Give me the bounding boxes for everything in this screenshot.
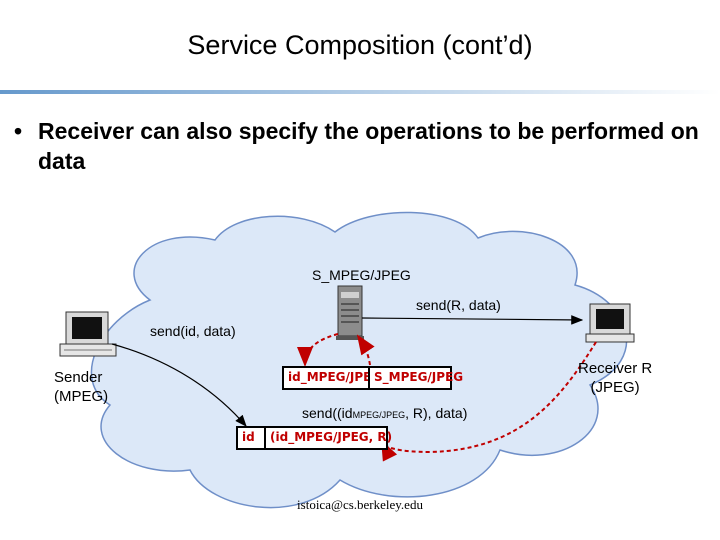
arrow-sender-to-id bbox=[111, 343, 247, 427]
sender-label-line1: Sender bbox=[54, 369, 103, 386]
bottom-box-left: id bbox=[236, 426, 266, 450]
receiver-computer-icon bbox=[585, 303, 635, 343]
top-box-left: id_MPEG/JPEG bbox=[282, 366, 381, 390]
sender-label: Sender (MPEG) bbox=[54, 368, 108, 406]
bullet-marker: • bbox=[14, 118, 23, 144]
red-arrow-server-to-box bbox=[297, 333, 339, 367]
receiver-label-line2: (JPEG) bbox=[590, 379, 640, 396]
arrow-server-to-receiver bbox=[361, 315, 584, 325]
send-composite-prefix: send((id bbox=[302, 405, 353, 421]
send-composite-label: send((idMPEG/JPEG, R), data) bbox=[302, 405, 467, 421]
send-r-label: send(R, data) bbox=[416, 297, 501, 313]
bottom-box-right: (id_MPEG/JPEG, R) bbox=[264, 426, 392, 450]
send-composite-sub: MPEG/JPEG bbox=[352, 410, 406, 420]
server-label: S_MPEG/JPEG bbox=[312, 267, 411, 283]
red-arrow-receiver-to-box bbox=[381, 341, 597, 462]
receiver-label: Receiver R (JPEG) bbox=[578, 359, 652, 397]
footer-email: istoica@cs.berkeley.edu bbox=[297, 497, 423, 512]
title-divider bbox=[0, 90, 720, 94]
send-id-label: send(id, data) bbox=[150, 323, 236, 339]
send-composite-suffix: , R), data) bbox=[405, 405, 468, 421]
receiver-label-line1: Receiver R bbox=[578, 360, 653, 377]
bullet-text: Receiver can also specify the operations… bbox=[38, 118, 699, 174]
bullet-point: • Receiver can also specify the operatio… bbox=[14, 116, 704, 176]
sender-label-line2: (MPEG) bbox=[54, 388, 109, 405]
red-arrow-box-to-server bbox=[356, 334, 375, 366]
network-cloud bbox=[90, 211, 628, 509]
slide-title: Service Composition (cont’d) bbox=[187, 30, 533, 60]
sender-computer-icon bbox=[59, 311, 117, 357]
top-box-right: S_MPEG/JPEG bbox=[368, 366, 463, 390]
server-icon bbox=[336, 285, 364, 340]
